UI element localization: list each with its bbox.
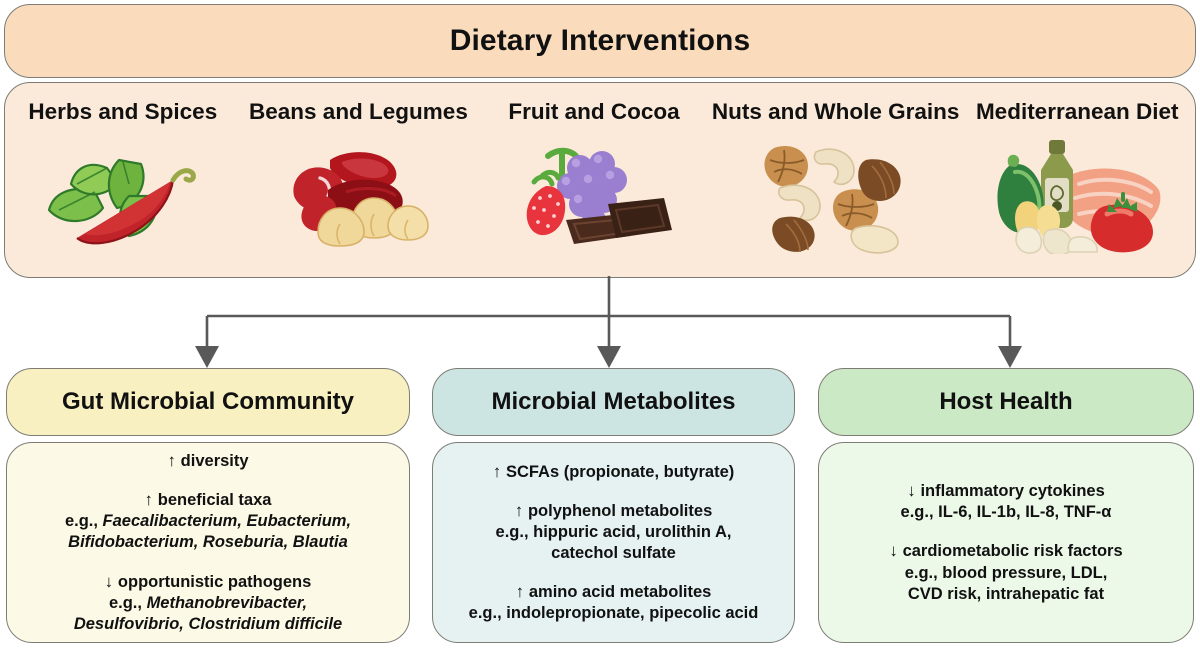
gut-microbial-community-header: Gut Microbial Community [6, 368, 410, 436]
mixed-nuts-icon [746, 134, 926, 254]
down-arrow-icon: ↓ [889, 541, 903, 561]
up-arrow-icon: ↑ [492, 461, 506, 481]
microbial-metabolites-header: Microbial Metabolites [432, 368, 795, 436]
up-arrow-icon: ↑ [515, 582, 529, 602]
strawberry-grapes-chocolate-icon [504, 134, 684, 254]
food-category-label: Nuts and Whole Grains [711, 99, 960, 124]
up-arrow-icon: ↑ [514, 500, 528, 520]
down-arrow-icon [597, 346, 621, 368]
down-arrow-icon: ↓ [907, 481, 921, 501]
down-arrow-icon [998, 346, 1022, 368]
food-category-nuts-and-whole-grains[interactable]: Nuts and Whole Grains [711, 83, 960, 277]
up-arrow-icon: ↑ [167, 451, 181, 471]
down-arrow-icon: ↓ [104, 571, 118, 591]
fact-block: ↑ diversity [167, 451, 249, 471]
food-category-herbs-and-spices[interactable]: Herbs and Spices [5, 83, 241, 277]
olive-oil-salmon-vegetables-icon [987, 134, 1167, 254]
food-category-label: Herbs and Spices [28, 99, 218, 124]
food-category-row: Herbs and Spices [5, 83, 1195, 277]
basil-chili-icon [33, 134, 213, 254]
food-category-fruit-and-cocoa[interactable]: Fruit and Cocoa [476, 83, 712, 277]
food-category-label: Fruit and Cocoa [508, 99, 680, 124]
food-category-beans-and-legumes[interactable]: Beans and Legumes [241, 83, 477, 277]
dietary-interventions-header: Dietary Interventions [4, 4, 1196, 78]
up-arrow-icon: ↑ [144, 490, 158, 510]
column-title: Gut Microbial Community [61, 388, 354, 415]
column-title: Host Health [939, 388, 1073, 415]
page-title: Dietary Interventions [449, 24, 751, 57]
fact-block: ↑ SCFAs (propionate, butyrate) [492, 461, 735, 481]
food-category-label: Mediterranean Diet [975, 99, 1179, 124]
down-arrow-icon [195, 346, 219, 368]
beans-chickpeas-icon [268, 134, 448, 254]
host-health-header: Host Health [818, 368, 1194, 436]
food-category-label: Beans and Legumes [249, 99, 468, 124]
microbial-metabolites-body: ↑ SCFAs (propionate, butyrate) ↑ polyphen… [432, 442, 795, 643]
column-title: Microbial Metabolites [491, 388, 736, 415]
dietary-interventions-body: Herbs and Spices [4, 82, 1196, 278]
food-category-mediterranean-diet[interactable]: Mediterranean Diet [959, 83, 1195, 277]
connector-arrows [0, 276, 1200, 372]
